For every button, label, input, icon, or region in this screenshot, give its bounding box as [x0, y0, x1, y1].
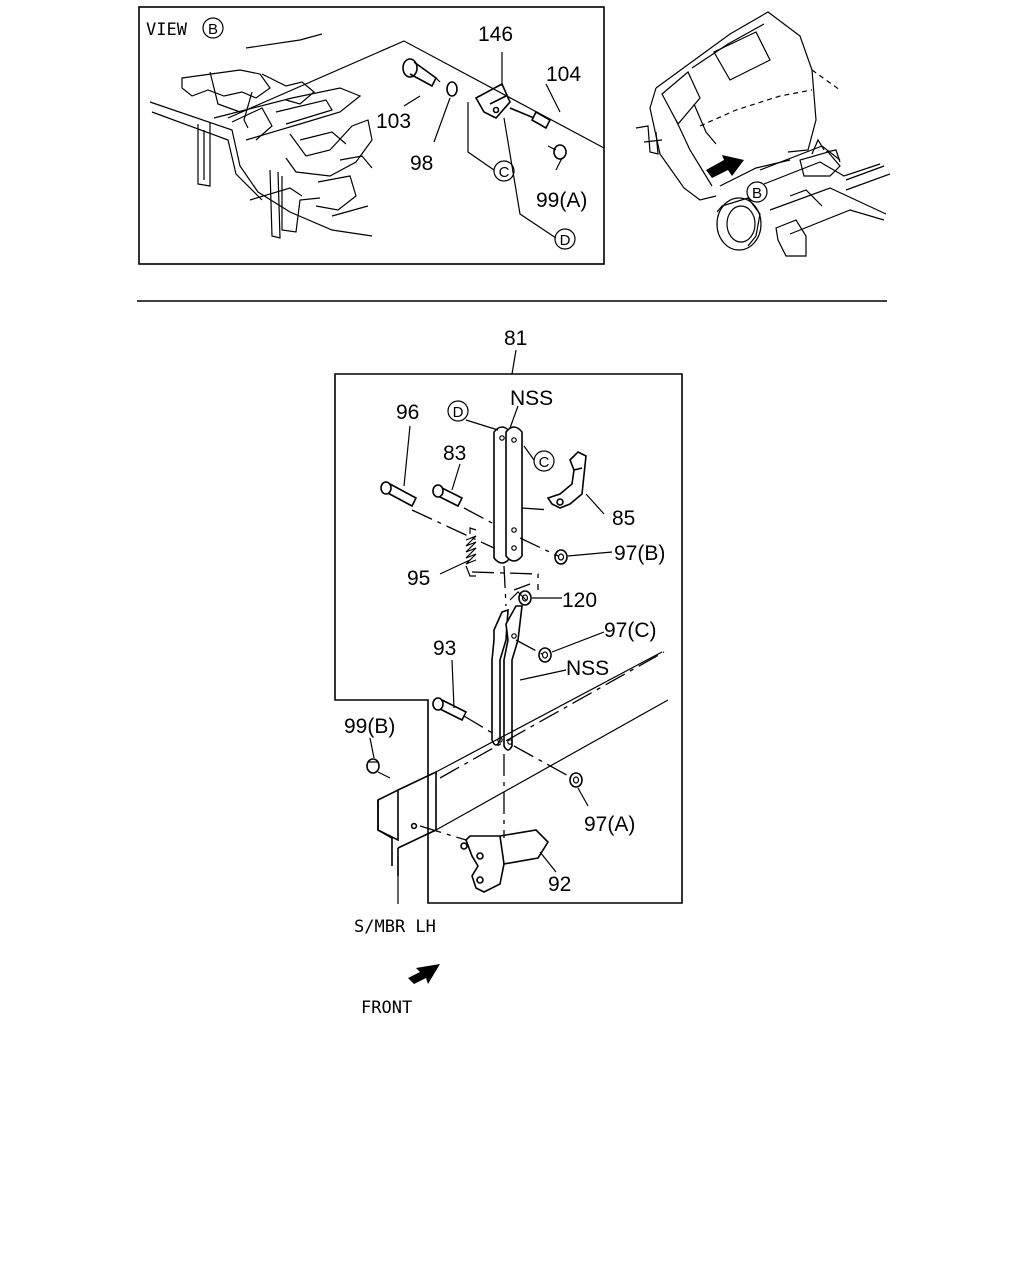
label-97b: 97(B)	[614, 542, 665, 565]
overview-ref-circle	[746, 181, 768, 203]
label-nss-upper: NSS	[510, 387, 553, 410]
ref-d-circle-main	[447, 400, 469, 422]
label-nss-lower: NSS	[566, 657, 609, 680]
label-97a: 97(A)	[584, 813, 635, 836]
upper-link-drawing	[493, 426, 523, 564]
ref-d-letter-main: D	[453, 404, 464, 421]
bolt-93-drawing	[432, 697, 468, 722]
bolt-96-drawing	[380, 481, 418, 508]
label-93: 93	[433, 637, 456, 660]
side-member-label: S/MBR LH	[354, 917, 436, 937]
label-146: 146	[478, 23, 513, 46]
label-85: 85	[612, 507, 635, 530]
label-83: 83	[443, 442, 466, 465]
cab-structure-drawing	[149, 33, 373, 239]
ref-d-letter-view: D	[560, 232, 571, 249]
alignment-lines	[377, 507, 665, 841]
assembly-81-frame	[334, 373, 683, 904]
view-title: VIEW	[146, 20, 188, 40]
bracket-85-drawing	[546, 451, 587, 509]
label-98: 98	[410, 152, 433, 175]
view-direction-arrow-icon	[706, 155, 744, 178]
label-97c: 97(C)	[604, 619, 657, 642]
side-member-drawing	[377, 651, 669, 876]
view-b-frame	[138, 6, 605, 265]
ref-c-letter-view: C	[499, 164, 510, 181]
view-ref-circle	[202, 17, 224, 39]
leader-81	[511, 349, 517, 375]
washer-98-drawing	[446, 81, 458, 97]
front-arrow-icon	[408, 964, 440, 984]
view-ref-letter: B	[208, 21, 218, 38]
ref-d-circle-view	[554, 228, 576, 250]
overview-ref-letter: B	[752, 185, 762, 202]
bolt-104-drawing	[509, 107, 552, 130]
label-95: 95	[407, 567, 430, 590]
washer-120-drawing	[518, 590, 532, 606]
label-120: 120	[562, 589, 597, 612]
bracket-146-drawing	[474, 82, 511, 119]
ref-c-circle-main	[533, 450, 555, 472]
bracket-92-drawing	[460, 829, 550, 893]
ref-c-circle-view	[493, 160, 515, 182]
nut-99b-drawing	[366, 758, 380, 774]
washer-97b-drawing	[554, 549, 568, 565]
label-96: 96	[396, 401, 419, 424]
main-assembly: 81	[334, 327, 683, 904]
washer-97c-drawing	[538, 647, 552, 663]
view-b-leader-lines	[403, 52, 563, 239]
lower-link-drawing	[491, 591, 527, 751]
bolt-83-drawing	[432, 484, 464, 508]
label-99b: 99(B)	[344, 715, 395, 738]
truck-overview-drawing	[635, 11, 891, 257]
bolt-103-drawing	[402, 58, 441, 88]
front-label: FRONT	[361, 998, 412, 1018]
label-104: 104	[546, 63, 581, 86]
spring-95-drawing	[465, 527, 477, 577]
view-b-panel: VIEW B	[138, 6, 605, 265]
label-81: 81	[504, 327, 527, 350]
label-103: 103	[376, 110, 411, 133]
ref-c-letter-main: C	[539, 454, 550, 471]
nut-99a-drawing	[547, 144, 567, 160]
view-outline-line	[227, 40, 605, 149]
label-92: 92	[548, 873, 571, 896]
main-leader-lines	[369, 405, 613, 904]
label-99a: 99(A)	[536, 189, 587, 212]
washer-97a-drawing	[569, 772, 583, 788]
